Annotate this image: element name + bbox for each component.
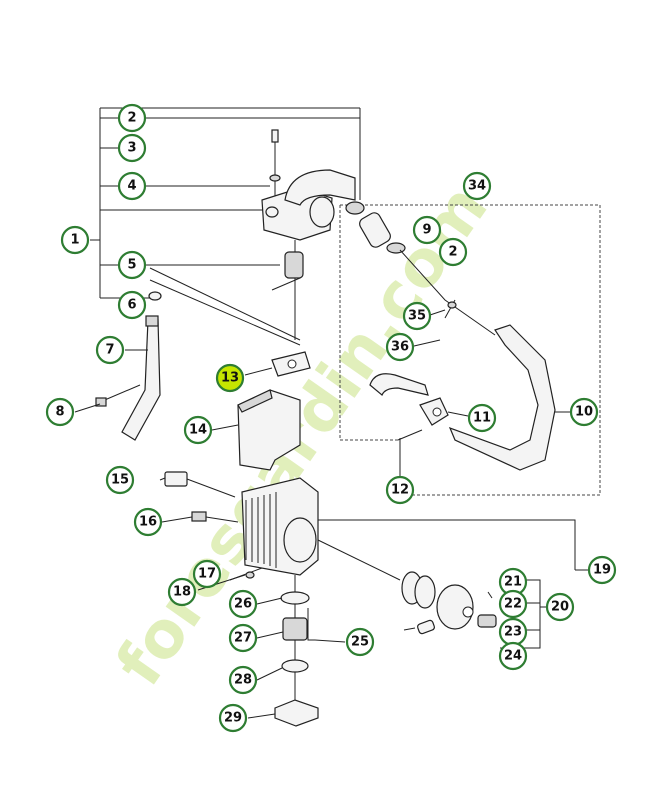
screw-8-part [95, 384, 141, 407]
svg-text:11: 11 [473, 411, 491, 426]
svg-text:14: 14 [189, 423, 207, 438]
callout-3: 3 [117, 133, 147, 163]
bolt-17-part [229, 567, 263, 581]
crank-parts [274, 575, 346, 727]
svg-text:1: 1 [70, 233, 79, 248]
svg-text:25: 25 [351, 635, 369, 650]
callout-20: 20 [545, 592, 575, 622]
exhaust-pipe-part [359, 212, 556, 471]
callout-4: 4 [117, 171, 147, 201]
piston-group [401, 571, 497, 635]
gasket-13-part [244, 351, 311, 377]
callout-24: 24 [498, 641, 528, 671]
svg-text:2: 2 [127, 111, 136, 126]
svg-text:23: 23 [504, 625, 522, 640]
svg-text:5: 5 [127, 258, 136, 273]
exhaust-dashed-box [339, 204, 601, 496]
callout-8: 8 [45, 397, 75, 427]
svg-text:15: 15 [111, 473, 129, 488]
callout-25: 25 [345, 627, 375, 657]
svg-text:27: 27 [234, 631, 252, 646]
callout-34: 34 [462, 171, 492, 201]
spring-part [148, 240, 304, 340]
callout-5: 5 [117, 250, 147, 280]
svg-text:12: 12 [391, 483, 409, 498]
svg-text:3: 3 [127, 141, 136, 156]
leader-lines [74, 229, 570, 719]
svg-text:8: 8 [55, 405, 64, 420]
callout-16: 16 [133, 507, 163, 537]
callout-26: 26 [228, 589, 258, 619]
svg-text:24: 24 [504, 649, 522, 664]
callout-35: 35 [402, 301, 432, 331]
svg-text:13: 13 [221, 371, 239, 386]
callout-7: 7 [95, 335, 125, 365]
svg-text:26: 26 [234, 597, 252, 612]
spark-plug-part [164, 471, 236, 498]
callout-9: 9 [412, 215, 442, 245]
svg-text:28: 28 [234, 673, 252, 688]
cylinder-part [241, 477, 401, 581]
callout-2: 2 [117, 103, 147, 133]
callout-29: 29 [218, 703, 248, 733]
svg-text:35: 35 [408, 309, 426, 324]
tube-7-part [121, 315, 161, 441]
muffler-part [261, 129, 365, 241]
svg-text:21: 21 [504, 575, 522, 590]
callout-23: 23 [498, 617, 528, 647]
svg-text:17: 17 [198, 567, 216, 582]
svg-text:10: 10 [575, 405, 593, 420]
callout-36: 36 [385, 332, 415, 362]
svg-text:7: 7 [105, 343, 114, 358]
svg-text:29: 29 [224, 711, 242, 726]
callout-13: 13 [215, 363, 245, 393]
callout-1: 1 [60, 225, 90, 255]
svg-text:6: 6 [127, 298, 136, 313]
svg-text:16: 16 [139, 515, 157, 530]
callout-27: 27 [228, 623, 258, 653]
callout-22: 22 [498, 589, 528, 619]
bracket-group-1 [90, 107, 361, 346]
callout-2b: 2 [438, 237, 468, 267]
callout-12: 12 [385, 475, 415, 505]
callout-15: 15 [105, 465, 135, 495]
heat-shield-part [237, 389, 301, 471]
svg-text:2: 2 [448, 245, 457, 260]
svg-text:34: 34 [468, 179, 486, 194]
svg-text:36: 36 [391, 340, 409, 355]
svg-text:22: 22 [504, 597, 522, 612]
svg-text:19: 19 [593, 563, 611, 578]
bolt-16-part [191, 511, 239, 523]
svg-text:18: 18 [173, 585, 191, 600]
svg-text:9: 9 [422, 223, 431, 238]
callout-17: 17 [192, 559, 222, 589]
callout-19: 19 [587, 555, 617, 585]
callout-10: 10 [569, 397, 599, 427]
callout-14: 14 [183, 415, 213, 445]
svg-text:4: 4 [127, 179, 136, 194]
callout-18: 18 [167, 577, 197, 607]
callout-28: 28 [228, 665, 258, 695]
svg-text:20: 20 [551, 600, 569, 615]
callout-6: 6 [117, 290, 147, 320]
callout-11: 11 [467, 403, 497, 433]
